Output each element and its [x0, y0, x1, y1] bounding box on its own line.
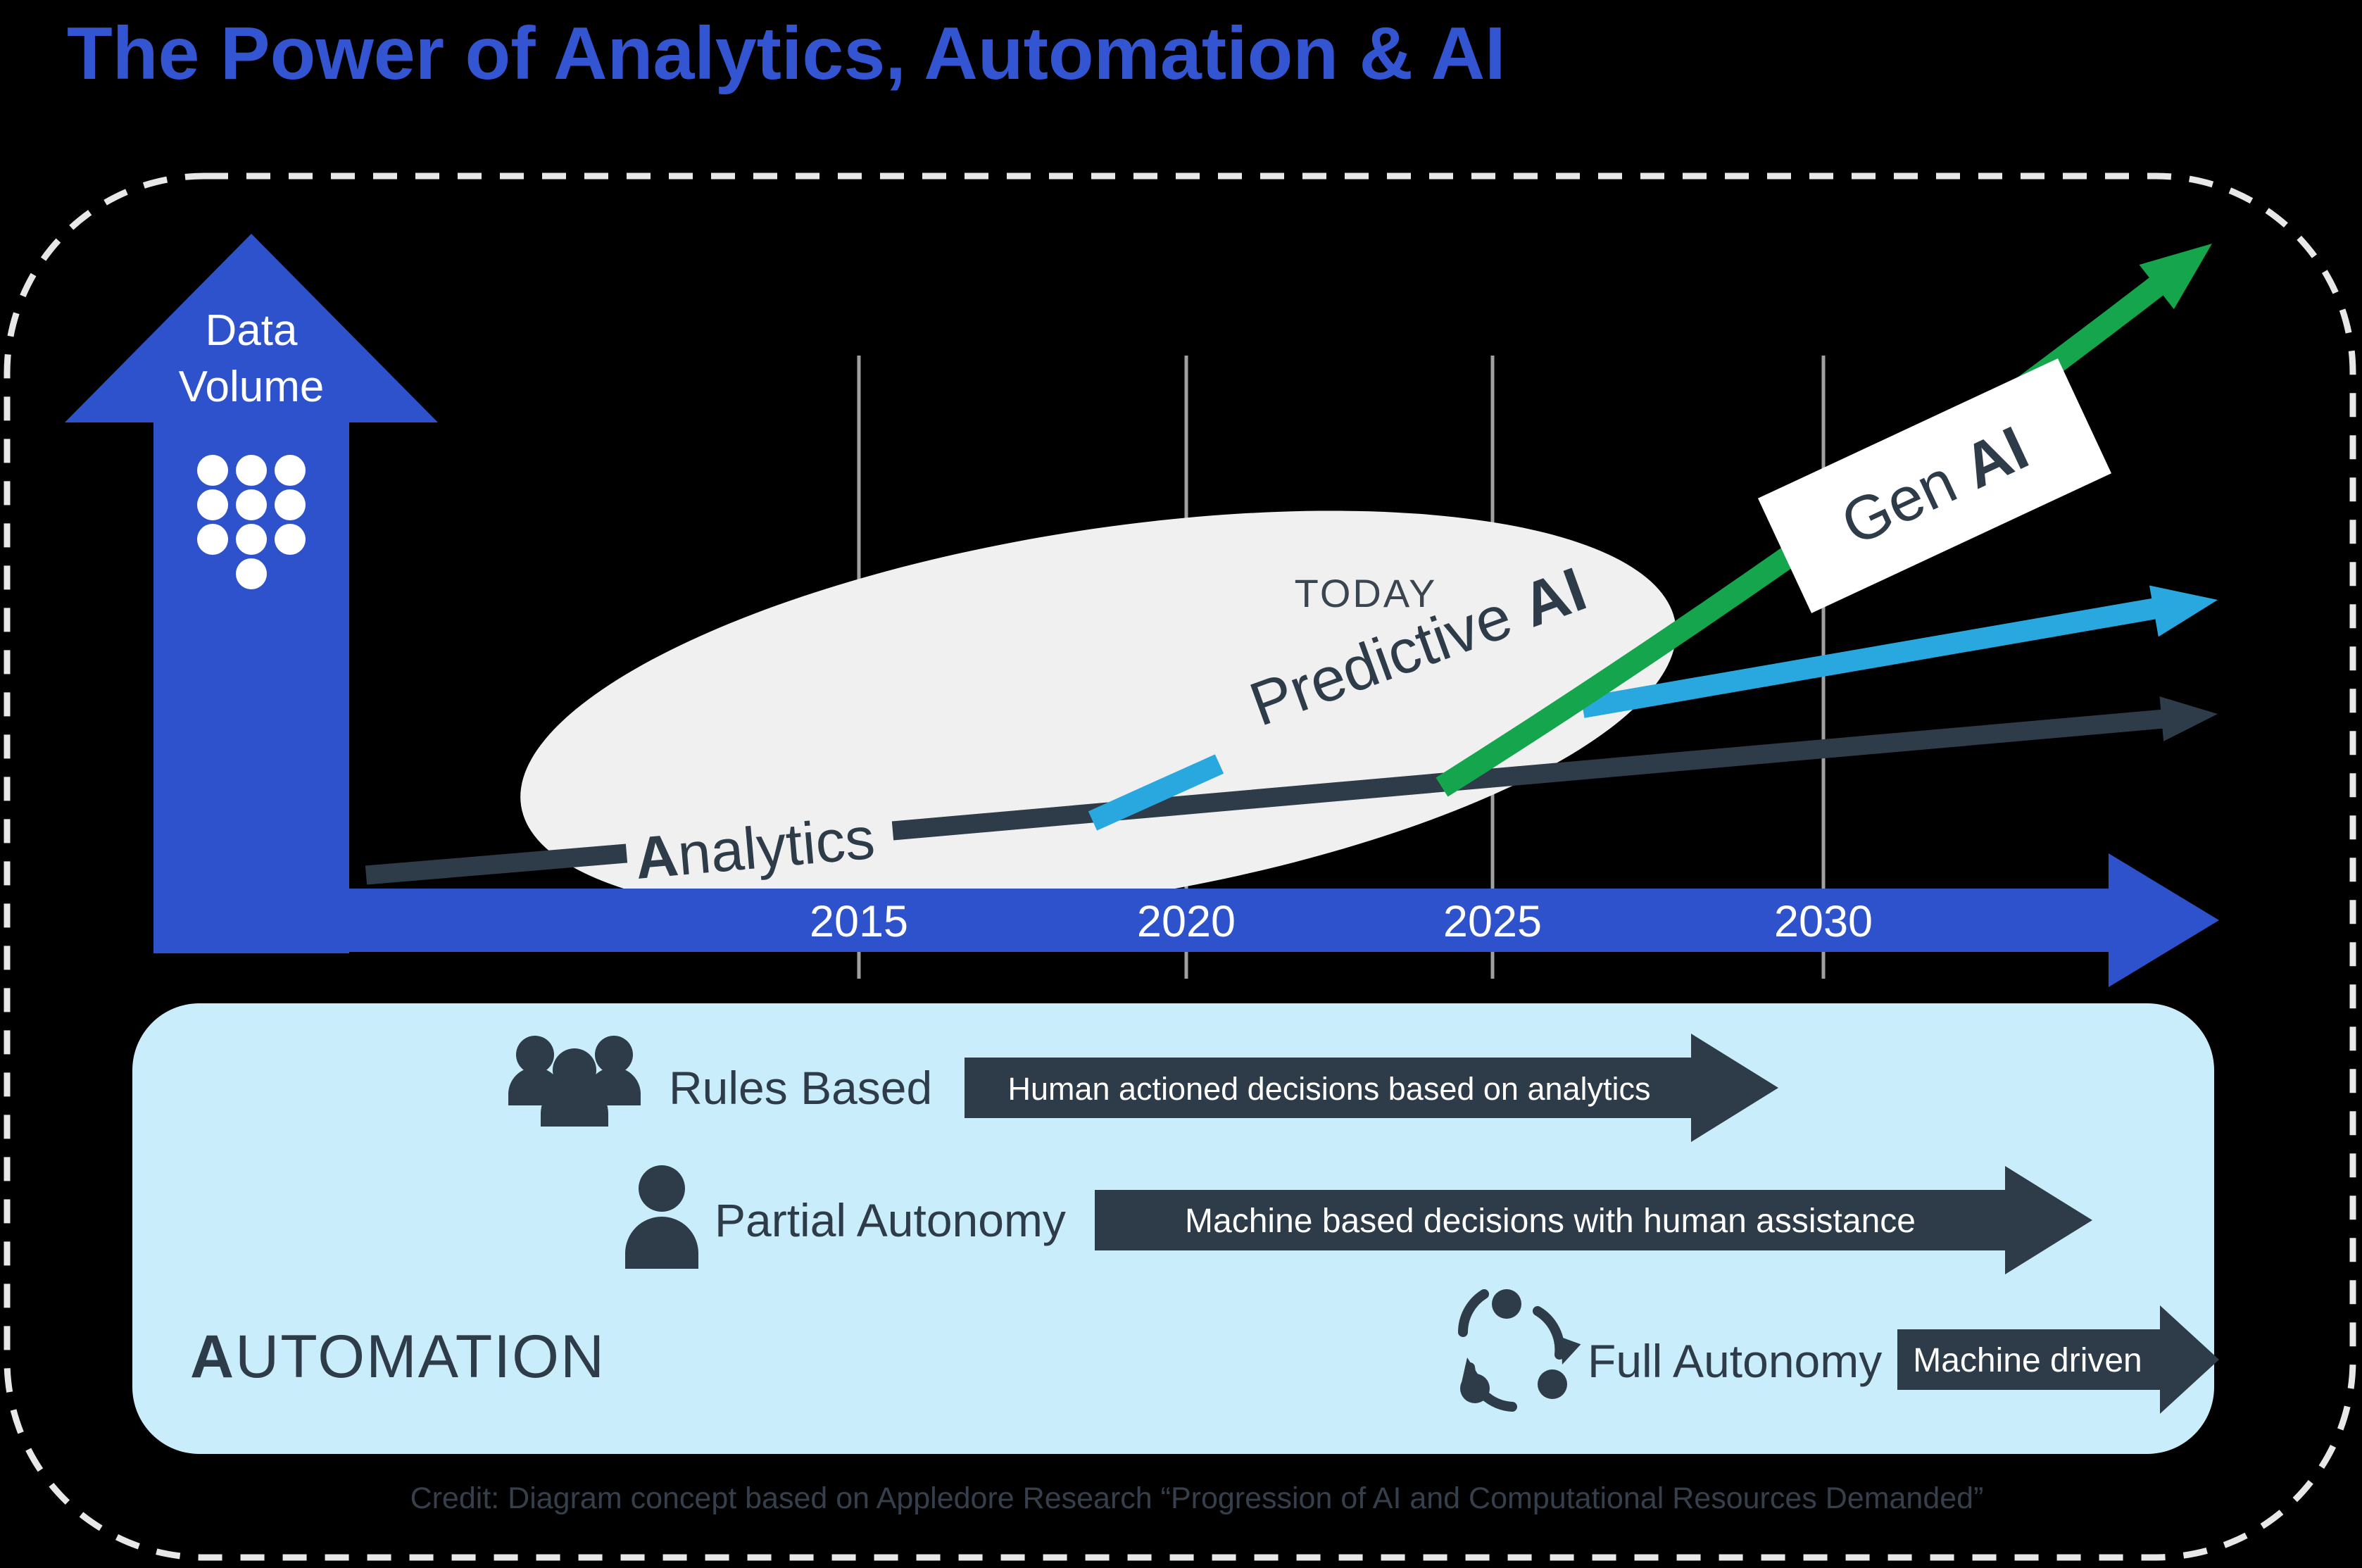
person-icon — [625, 1165, 698, 1269]
partial-autonomy-label: Partial Autonomy — [715, 1194, 1066, 1246]
partial-autonomy-arrowhead-icon — [2005, 1166, 2092, 1274]
predictive-arrowhead-icon — [2149, 585, 2218, 637]
genai-tag-box — [1757, 358, 2112, 613]
automation-heading: AUTOMATION — [190, 1323, 605, 1391]
partial-autonomy-arrow: Machine based decisions with human assis… — [1095, 1166, 2092, 1274]
year-tick-2015: 2015 — [810, 897, 908, 946]
full-autonomy-arrowhead-icon — [2160, 1305, 2219, 1414]
full-autonomy-arrow-body — [1897, 1329, 2161, 1390]
full-autonomy-label: Full Autonomy — [1588, 1335, 1882, 1387]
year-tick-2020: 2020 — [1137, 897, 1236, 946]
full-autonomy-arrow-text: Machine driven — [1913, 1342, 2142, 1379]
genai-arrowhead-icon — [2139, 244, 2212, 310]
today-label: TODAY — [1295, 571, 1438, 615]
rules-based-arrow-body — [965, 1058, 1691, 1118]
analytics-line-left-segment — [365, 843, 628, 885]
today-zone-ellipse — [520, 510, 1676, 919]
rules-based-arrowhead-icon — [1691, 1034, 1778, 1142]
automation-panel: Rules Based Human actioned decisions bas… — [132, 1003, 2219, 1454]
partial-autonomy-arrow-text: Machine based decisions with human assis… — [1185, 1203, 1916, 1240]
rules-based-row: Rules Based Human actioned decisions bas… — [508, 1034, 1778, 1142]
y-axis-label-line2: Volume — [179, 363, 325, 411]
people-group-icon — [508, 1036, 641, 1127]
rules-based-arrow: Human actioned decisions based on analyt… — [965, 1034, 1778, 1142]
genai-tag: Gen AI — [1757, 358, 2112, 613]
timeline-bar — [153, 889, 2109, 952]
timeline-arrowhead-icon — [2109, 853, 2219, 987]
credit-line: Credit: Diagram concept based on Appledo… — [410, 1481, 1984, 1515]
partial-autonomy-row: Partial Autonomy Machine based decisions… — [625, 1165, 2092, 1274]
data-dots-icon — [197, 455, 306, 589]
dashed-frame-border — [4, 173, 2356, 1561]
year-tick-2025: 2025 — [1443, 897, 1542, 946]
y-axis-label-line1: Data — [206, 306, 298, 355]
data-volume-axis: Data Volume — [65, 234, 438, 953]
page-title: The Power of Analytics, Automation & AI — [67, 12, 1506, 95]
partial-autonomy-arrow-body — [1095, 1190, 2006, 1250]
full-autonomy-row: Full Autonomy Machine driven — [1458, 1289, 2219, 1414]
cycle-icon — [1458, 1289, 1581, 1412]
rules-based-arrow-text: Human actioned decisions based on analyt… — [1007, 1071, 1650, 1107]
analytics-label: Analytics — [632, 805, 877, 891]
predictive-line-left-segment — [1088, 754, 1224, 831]
predictive-line-main-segment — [1581, 596, 2171, 718]
data-volume-arrowhead-icon — [65, 234, 438, 422]
analytics-arrowhead-icon — [2159, 696, 2218, 741]
predictive-trend-line — [1088, 585, 2218, 831]
rules-based-label: Rules Based — [669, 1062, 932, 1114]
full-autonomy-arrow: Machine driven — [1897, 1305, 2219, 1414]
year-tick-2030: 2030 — [1774, 897, 1873, 946]
timeline-axis: 2015 2020 2025 2030 — [153, 853, 2219, 987]
